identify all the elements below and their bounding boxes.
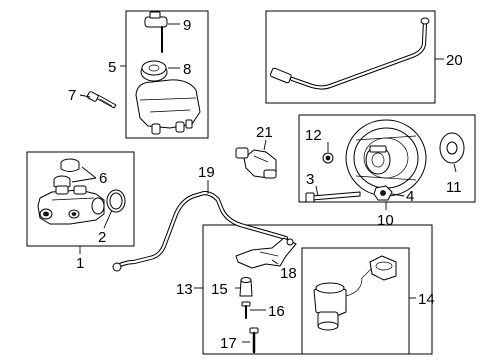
reservoir-pin	[86, 91, 117, 109]
callout-17: 17	[220, 335, 237, 352]
pump-bracket	[235, 237, 297, 269]
pump-subgroup-box	[301, 247, 410, 355]
fluid-level-sensor	[144, 11, 168, 53]
mount-grommet	[239, 277, 253, 297]
callout-16: 16	[268, 303, 285, 320]
brake-pipe	[112, 190, 289, 272]
booster-group-box	[298, 114, 476, 203]
vacuum-hose	[269, 17, 430, 90]
callout-19: 19	[198, 164, 215, 181]
callout-18: 18	[280, 265, 297, 282]
callout-4: 4	[406, 188, 414, 205]
callout-10: 10	[377, 212, 394, 229]
leader-lines	[71, 23, 457, 343]
callout-13: 13	[176, 281, 193, 298]
brake-booster	[345, 119, 427, 197]
vacuum-pump	[313, 255, 397, 331]
master-cylinder-group-box	[26, 151, 135, 247]
master-cylinder	[37, 185, 105, 225]
callout-11: 11	[446, 179, 462, 196]
callout-8: 8	[183, 61, 191, 78]
callout-9: 9	[183, 17, 191, 34]
reservoir-cap	[140, 60, 168, 82]
reservoir-group-box	[125, 10, 209, 139]
booster-stud	[305, 191, 361, 203]
callout-21: 21	[256, 124, 273, 141]
callout-14: 14	[418, 291, 435, 308]
mount-screw	[241, 301, 251, 319]
callout-2: 2	[98, 229, 106, 246]
master-cylinder-seal	[106, 189, 126, 213]
pump-bolt	[249, 327, 259, 354]
booster-gasket	[439, 132, 465, 164]
booster-nut	[373, 185, 393, 201]
callout-15: 15	[211, 281, 228, 298]
callout-5: 5	[108, 59, 116, 76]
booster-washer	[322, 152, 334, 164]
callout-20: 20	[446, 52, 463, 69]
callout-3: 3	[306, 171, 314, 188]
callout-12: 12	[305, 127, 322, 144]
vacuum-sensor	[235, 147, 277, 179]
callout-7: 7	[68, 87, 76, 104]
vacuum-hose-group-box	[265, 10, 436, 104]
brake-fluid-reservoir	[135, 79, 201, 135]
reservoir-grommets	[53, 158, 80, 189]
callout-6: 6	[99, 170, 107, 187]
callout-1: 1	[76, 255, 84, 272]
